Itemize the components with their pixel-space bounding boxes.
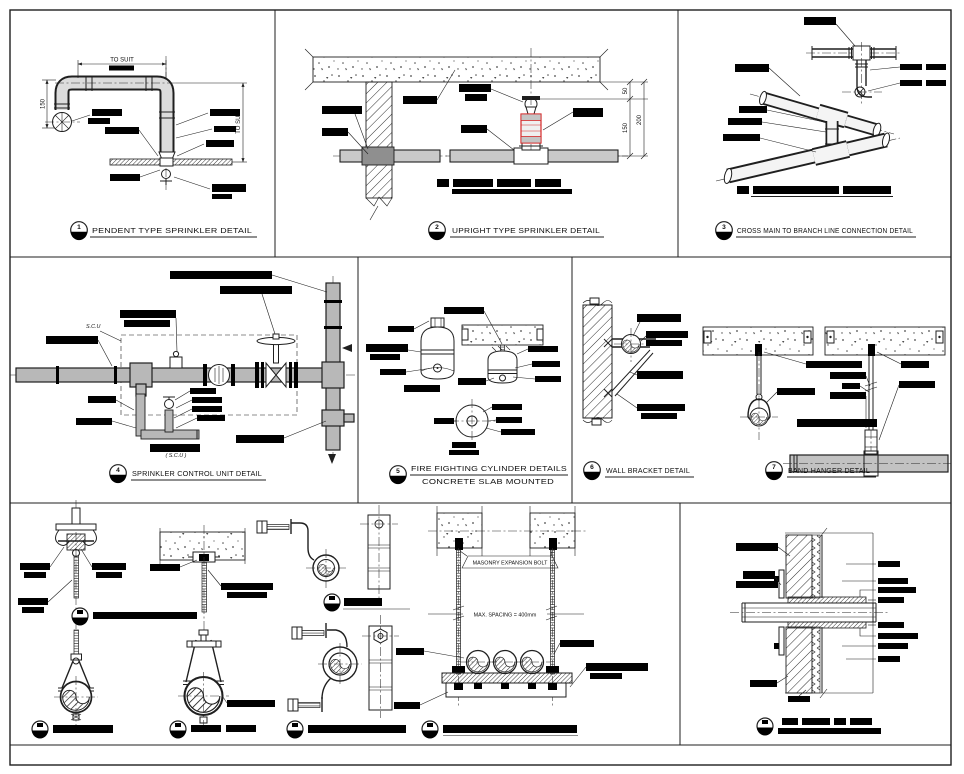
panel-title-wallbracket: WALL BRACKET DETAIL	[606, 466, 690, 475]
wall-hatched	[582, 304, 613, 419]
band-hanger-right	[783, 356, 951, 477]
leader-lines	[347, 69, 574, 155]
dim-150: 150	[41, 98, 47, 109]
leader-lines	[71, 112, 213, 190]
trapeze-detail: MASONRY EXPANSION BOLT MAX. SPACING = 40…	[428, 506, 586, 706]
callout-bubble-1: 1	[70, 221, 88, 241]
panel-wall-bracket: 6 WALL BRACKET DETAIL	[582, 297, 694, 481]
redacted-labels	[18, 563, 648, 709]
callout-bubble-2: 2	[428, 221, 446, 241]
wall-hatched	[365, 81, 393, 199]
hanger-rod	[73, 555, 79, 599]
redacted-labels	[366, 307, 561, 455]
cylinder-elevation	[420, 317, 455, 380]
slab-right	[824, 326, 946, 356]
svg-text:6: 6	[590, 464, 594, 471]
redacted-labels	[88, 109, 246, 199]
panel-title-cylinder-1: FIRE FIGHTING CYLINDER DETAILS	[411, 464, 567, 473]
panel-title-bandhanger: BAND HANGER DETAIL	[788, 466, 870, 475]
band-hanger-left	[740, 352, 778, 440]
callout-bubble-7: 7	[765, 461, 783, 481]
upright-sprinkler	[520, 96, 542, 144]
trapeze-channel	[441, 672, 573, 684]
callout-bubble-c	[286, 720, 304, 740]
redacted-labels	[637, 314, 688, 419]
svg-text:1: 1	[77, 224, 81, 231]
redacted-labels	[46, 271, 292, 452]
pipe-sleeve-assembly	[730, 569, 890, 656]
callout-bubble-6: 6	[583, 461, 601, 481]
callout-bubble-loop	[323, 593, 341, 613]
callout-bubble-note	[71, 607, 89, 627]
callout-bubble-b	[169, 720, 187, 740]
panel-title-pendent: PENDENT TYPE SPRINKLER DETAIL	[92, 226, 252, 235]
callout-bubble-sleeve	[756, 717, 774, 737]
svg-text:3: 3	[722, 224, 726, 231]
scu-caption: ( S.C.U )	[166, 453, 187, 459]
sheet-border	[9, 9, 952, 766]
leader-lines	[405, 310, 536, 433]
callout-bubble-3: 3	[715, 221, 733, 241]
flow-switch	[169, 356, 183, 369]
callout-bubble-5: 5	[389, 465, 407, 485]
sheet-frame	[9, 9, 952, 766]
leader-lines	[47, 546, 587, 706]
panel-cylinder: 5 FIRE FIGHTING CYLINDER DETAILS CONCRET…	[366, 307, 568, 486]
panel-pendent-sprinkler: TO SUIT 150 TO SUIT 1 PENDENT TYPE SPRIN…	[41, 56, 257, 241]
svg-text:5: 5	[396, 468, 400, 475]
pipe-sleeve	[361, 146, 395, 166]
panel-title-crossmain: CROSS MAIN TO BRANCH LINE CONNECTION DET…	[737, 226, 913, 235]
leader-lines	[759, 23, 901, 153]
leader-lines	[616, 321, 647, 409]
flow-arrow	[342, 344, 352, 352]
panel-title-scu: SPRINKLER CONTROL UNIT DETAIL	[132, 469, 262, 478]
dim-to-suit-right: TO SUIT	[236, 110, 242, 134]
cylinder-slab-mounted	[461, 324, 544, 384]
callout-bubble-a	[31, 720, 49, 740]
dim-50: 50	[623, 87, 629, 94]
panel-title-cylinder-2: CONCRETE SLAB MOUNTED	[422, 477, 554, 486]
concrete-slab	[312, 56, 601, 83]
masonry-bolt-label: MASONRY EXPANSION BOLT	[473, 561, 548, 567]
redacted-labels	[723, 17, 946, 194]
wall-lower	[785, 626, 813, 694]
dimension-pendent: TO SUIT 150 TO SUIT	[41, 58, 247, 163]
max-spacing-label: MAX. SPACING = 400mm	[474, 613, 537, 619]
panel-band-hanger: 7 BAND HANGER DETAIL	[702, 326, 951, 481]
redacted-labels	[322, 84, 603, 194]
isometric-pipes	[715, 90, 901, 184]
gate-valve	[255, 333, 298, 389]
dim-to-suit-top: TO SUIT	[110, 58, 134, 64]
callout-bubble-d	[421, 720, 439, 740]
leader-lines	[97, 274, 328, 439]
panel-scu: S.C.U ( S.C.U ) 4 SPRINKLER CONTROL UNIT…	[10, 271, 356, 484]
dim-200: 200	[637, 114, 643, 125]
mini-branch-detail	[806, 42, 902, 104]
panel-hanger-details: MASONRY EXPANSION BOLT MAX. SPACING = 40…	[18, 500, 648, 740]
redacted-labels	[736, 543, 918, 702]
drain-assembly	[135, 393, 200, 440]
panel-cross-main: 3 CROSS MAIN TO BRANCH LINE CONNECTION D…	[715, 17, 946, 241]
scu-tag: S.C.U	[86, 324, 100, 330]
panel-wall-sleeve	[730, 527, 918, 737]
beam-clamp	[66, 533, 86, 551]
leader-lines	[763, 351, 902, 441]
svg-text:4: 4	[116, 467, 120, 474]
redacted-labels	[777, 361, 935, 427]
panel-title-upright: UPRIGHT TYPE SPRINKLER DETAIL	[452, 226, 600, 235]
svg-text:2: 2	[435, 224, 439, 231]
dim-150b: 150	[623, 122, 629, 133]
redacted-title	[778, 718, 881, 734]
wall-upper	[785, 534, 813, 599]
dimension-upright: 50 150 200	[540, 78, 648, 160]
callout-bubble-4: 4	[109, 464, 127, 484]
panel-upright-sprinkler: 50 150 200 2 UPRIGHT TYPE SPRINKLER DETA…	[304, 48, 648, 241]
svg-text:7: 7	[772, 464, 776, 471]
pendent-head	[161, 169, 171, 179]
